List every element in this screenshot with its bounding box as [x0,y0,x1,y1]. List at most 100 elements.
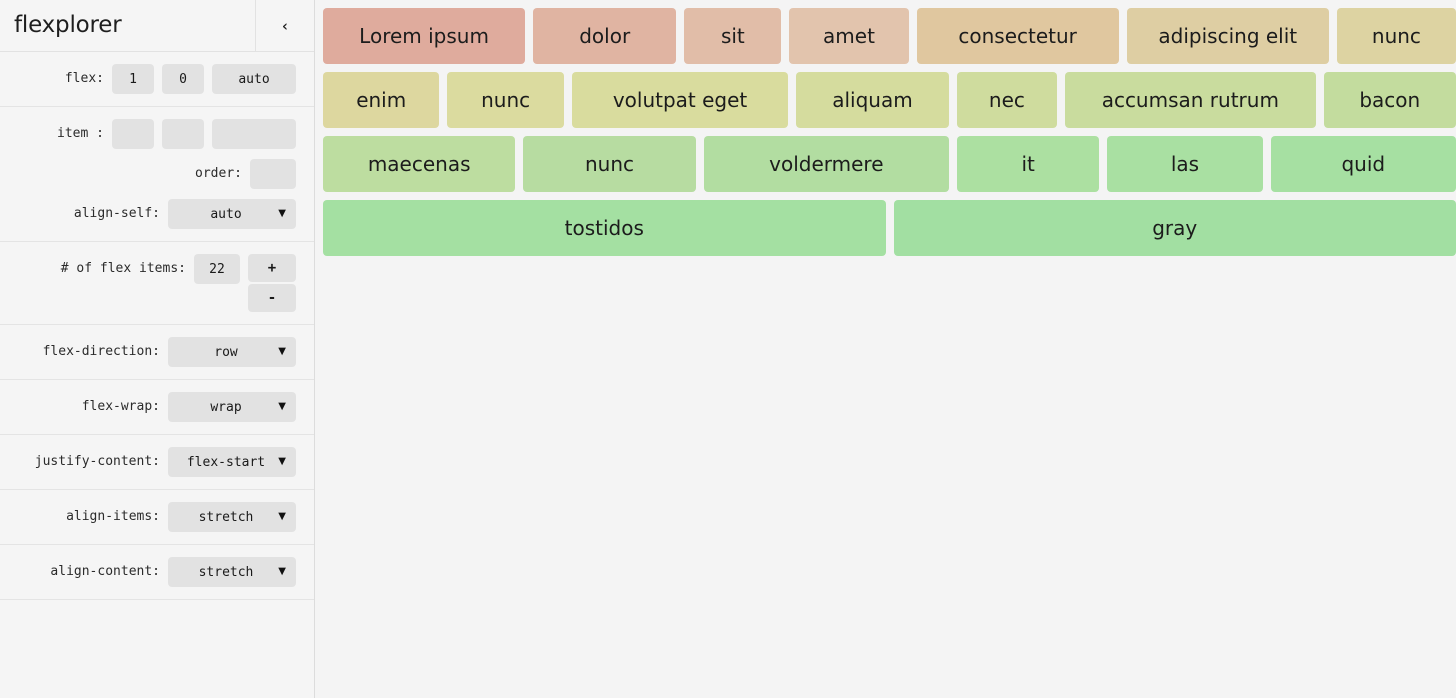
flex-label: flex: [64,71,104,86]
flex-item[interactable]: dolor [533,8,677,64]
flex-item-label: maecenas [367,152,471,176]
flex-item-label: enim [356,88,407,112]
flex-item-label: accumsan rutrum [1101,88,1279,112]
flex-wrap-select[interactable]: wrap [168,392,296,422]
flex-direction-select[interactable]: row [168,337,296,367]
justify-content-select[interactable]: flex-start [168,447,296,477]
flex-item[interactable]: aliquam [796,72,949,128]
flex-basis-input[interactable] [212,64,296,94]
flex-item-label: nunc [1371,24,1421,48]
item-flex-basis-input[interactable] [212,119,296,149]
flex-item[interactable]: quid [1270,136,1456,192]
app-title: flexplorer [14,12,122,38]
flex-item-label: bacon [1359,88,1421,112]
flex-item-label: nec [988,88,1025,112]
flex-item-count-input[interactable] [194,254,240,284]
flex-wrap-label: flex-wrap: [81,399,160,414]
sidebar: flexplorer ‹ flex: item : order: [0,0,315,698]
flex-item[interactable]: maecenas [323,136,516,192]
flex-item-label: it [1021,152,1035,176]
increment-button[interactable]: + [248,254,296,282]
order-row: order: [0,159,314,189]
align-self-select[interactable]: auto [168,199,296,229]
align-content-row: align-content: stretch ▼ [0,557,314,587]
item-row: item : [0,119,314,149]
flex-item[interactable]: enim [323,72,440,128]
justify-content-select-wrap: flex-start ▼ [168,447,296,477]
align-items-select[interactable]: stretch [168,502,296,532]
flex-item-label: dolor [579,24,631,48]
flex-item[interactable]: consectetur [916,8,1119,64]
flex-item-label: sit [720,24,745,48]
section-flex-shorthand: flex: [0,52,314,107]
align-self-label: align-self: [73,206,160,221]
flex-item-label: adipiscing elit [1158,24,1298,48]
align-items-select-wrap: stretch ▼ [168,502,296,532]
order-input[interactable] [250,159,296,189]
flex-item[interactable]: gray [893,200,1456,256]
flex-item-label: voldermere [769,152,884,176]
align-items-row: align-items: stretch ▼ [0,502,314,532]
flex-item-count-label: # of flex items: [60,261,186,276]
flex-item[interactable]: Lorem ipsum [323,8,526,64]
flex-item-label: quid [1341,152,1386,176]
section-align-content: align-content: stretch ▼ [0,545,314,600]
order-label: order: [195,166,242,181]
flex-item[interactable]: amet [789,8,909,64]
quantity-stepper: + - [248,254,296,312]
flex-item[interactable]: adipiscing elit [1126,8,1329,64]
flex-item[interactable]: it [956,136,1100,192]
flex-item[interactable]: las [1107,136,1263,192]
flex-item-label: amet [823,24,875,48]
flex-direction-label: flex-direction: [42,344,160,359]
flex-item[interactable]: tostidos [323,200,886,256]
flex-direction-select-wrap: row ▼ [168,337,296,367]
align-self-select-wrap: auto ▼ [168,199,296,229]
flex-item[interactable]: sit [684,8,782,64]
flex-item-label: gray [1152,216,1198,240]
flex-item[interactable]: nunc [447,72,564,128]
justify-content-row: justify-content: flex-start ▼ [0,447,314,477]
justify-content-label: justify-content: [34,454,160,469]
flex-item-label: tostidos [564,216,644,240]
flex-item[interactable]: accumsan rutrum [1065,72,1316,128]
flex-shrink-input[interactable] [162,64,204,94]
decrement-button[interactable]: - [248,284,296,312]
flex-canvas: Lorem ipsum dolor sit amet consectetur adipis… [315,0,1456,698]
item-flex-shrink-input[interactable] [162,119,204,149]
flex-grow-input[interactable] [112,64,154,94]
flex-wrap-select-wrap: wrap ▼ [168,392,296,422]
flex-item[interactable]: volutpat eget [571,72,789,128]
flex-direction-row: flex-direction: row ▼ [0,337,314,367]
item-label: item : [57,126,104,141]
align-items-label: align-items: [66,509,160,524]
align-content-select[interactable]: stretch [168,557,296,587]
flex-item[interactable]: nunc [523,136,696,192]
section-flex-direction: flex-direction: row ▼ [0,325,314,380]
section-align-items: align-items: stretch ▼ [0,490,314,545]
sidebar-header: flexplorer ‹ [0,0,314,52]
flex-item-label: las [1170,152,1200,176]
flex-shorthand-row: flex: [0,64,314,94]
section-flex-wrap: flex-wrap: wrap ▼ [0,380,314,435]
flex-container: Lorem ipsum dolor sit amet consectetur adipis… [323,8,1456,264]
flex-item-label: aliquam [832,88,913,112]
flex-item[interactable]: voldermere [703,136,949,192]
align-content-label: align-content: [50,564,160,579]
align-self-row: align-self: auto ▼ [0,199,314,229]
section-flex-item-count: # of flex items: + - [0,242,314,325]
section-justify-content: justify-content: flex-start ▼ [0,435,314,490]
flex-item[interactable]: nunc [1336,8,1456,64]
chevron-left-icon[interactable]: ‹ [255,0,314,51]
flex-item-label: nunc [481,88,531,112]
flex-item-label: volutpat eget [612,88,748,112]
flex-item[interactable]: nec [956,72,1058,128]
flex-item-label: consectetur [958,24,1077,48]
flex-item[interactable]: bacon [1323,72,1456,128]
align-content-select-wrap: stretch ▼ [168,557,296,587]
flex-item-label: nunc [584,152,634,176]
flex-item-label: Lorem ipsum [359,24,489,48]
item-flex-grow-input[interactable] [112,119,154,149]
section-item-settings: item : order: align-self: auto ▼ [0,107,314,242]
